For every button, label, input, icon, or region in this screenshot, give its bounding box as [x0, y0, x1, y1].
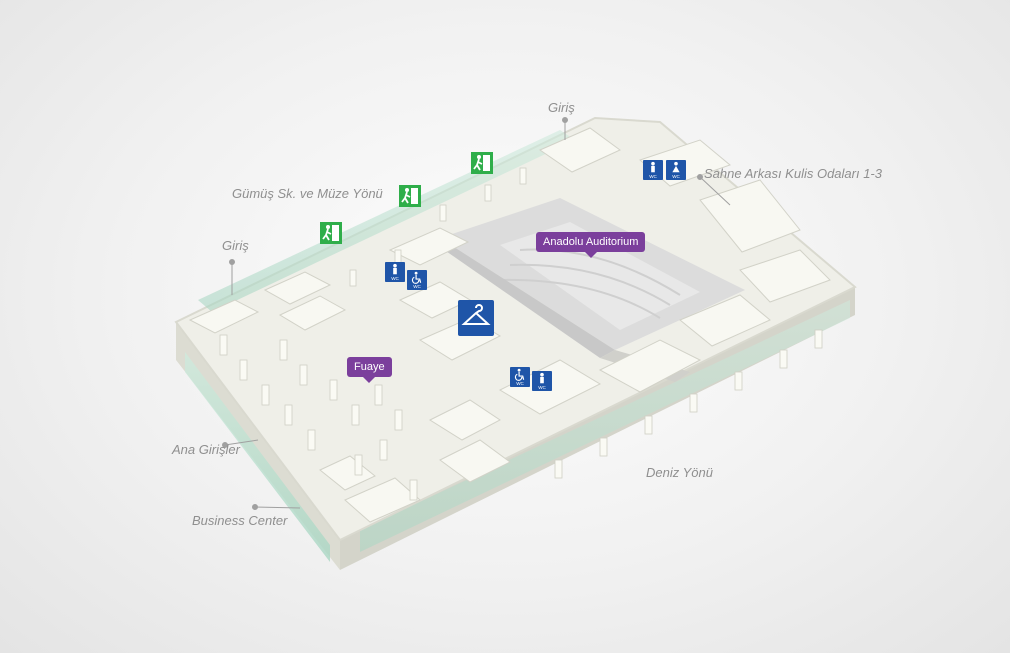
callout-anadolu-auditorium[interactable]: Anadolu Auditorium [536, 232, 646, 258]
label-ana-girisler: Ana Girişler [172, 442, 240, 457]
label-sahne-arkasi-kulis: Sahne Arkası Kulis Odaları 1-3 [704, 166, 882, 181]
exit-icon [399, 185, 421, 207]
leader-lines [222, 117, 731, 510]
svg-text:WC: WC [391, 276, 399, 281]
svg-text:WC: WC [413, 284, 421, 289]
wc-men-icon: WC [532, 371, 552, 391]
wc-men-icon: WC [643, 160, 663, 180]
label-business-center: Business Center [192, 513, 288, 528]
wc-men-icon: WC [385, 262, 405, 282]
wc-women-icon: WC [666, 160, 686, 180]
wc-accessible-icon: WC [510, 367, 530, 387]
cloakroom-icon [458, 300, 494, 336]
label-giris-top: Giriş [548, 100, 575, 115]
callout-fuaye[interactable]: Fuaye [347, 357, 392, 383]
wc-accessible-icon: WC [407, 270, 427, 290]
exit-icon [320, 222, 342, 244]
north-facade [198, 130, 575, 312]
svg-text:WC: WC [672, 174, 680, 179]
columns [219, 167, 823, 501]
label-gumus-muze-yonu: Gümüş Sk. ve Müze Yönü [232, 186, 383, 201]
svg-text:WC: WC [516, 381, 524, 386]
label-deniz-yonu: Deniz Yönü [646, 465, 713, 480]
svg-text:WC: WC [538, 385, 546, 390]
exit-icon [471, 152, 493, 174]
svg-text:WC: WC [649, 174, 657, 179]
label-giris-left: Giriş [222, 238, 249, 253]
